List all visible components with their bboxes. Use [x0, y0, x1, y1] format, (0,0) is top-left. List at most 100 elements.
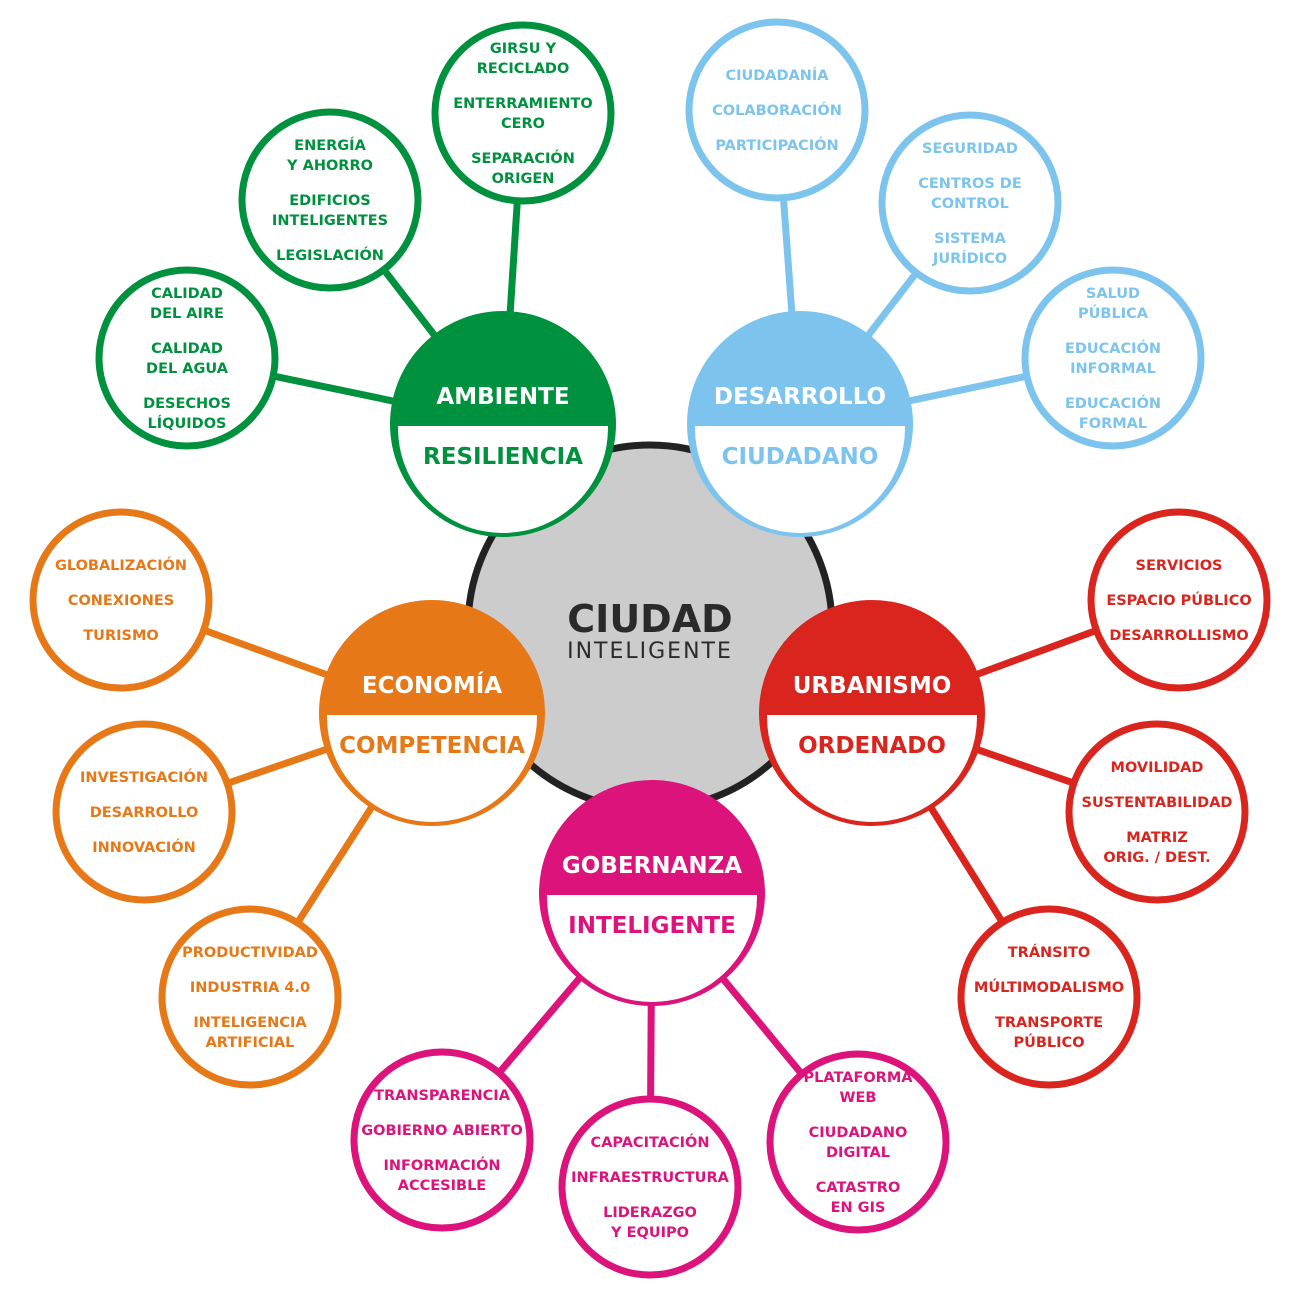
leaf-item-text: SEGURIDAD — [922, 141, 1018, 157]
leaf-node-desarrollo: SEGURIDAD CENTROS DE CONTROL SISTEMA JURÍDIC… — [878, 111, 1062, 295]
leaf-item-text: FORMAL — [1079, 416, 1147, 432]
hub-subtitle: ORDENADO — [798, 733, 946, 759]
leaf-node-urbanismo: TRÁNSITO MÚLTIMODALISMO TRANSPORTE PÚBLICO — [957, 905, 1141, 1089]
leaf-node-ambiente: CALIDAD DEL AIRE CALIDAD DEL AGUA DESECHOS LÍ… — [95, 266, 279, 450]
leaf-circle — [29, 508, 213, 692]
center-subtitle: INTELIGENTE — [567, 639, 733, 664]
leaf-item-text: SEPARACIÓN — [471, 149, 575, 167]
leaf-node-ambiente: ENERGÍA Y AHORRO EDIFICIOS INTELIGENTES LEGI… — [238, 108, 422, 292]
center-node: CIUDAD INTELIGENTE — [464, 441, 836, 813]
leaf-item-text: JURÍDICO — [932, 250, 1007, 267]
leaf-item-text: WEB — [840, 1090, 877, 1106]
leaf-item-text: ARTIFICIAL — [206, 1035, 295, 1051]
leaf-item-text: DESARROLLO — [90, 805, 199, 821]
leaf-item-text: MOVILIDAD — [1111, 760, 1204, 776]
leaf-item-text: MÚLTIMODALISMO — [974, 978, 1124, 996]
leaf-item-text: PÚBLICO — [1013, 1033, 1084, 1051]
leaf-item-text: CENTROS DE — [918, 176, 1022, 192]
leaf-item-text: CONTROL — [931, 196, 1009, 212]
leaf-item-text: CIUDADANÍA — [725, 67, 829, 84]
leaf-item-text: INNOVACIÓN — [92, 838, 196, 856]
leaf-item-text: CONEXIONES — [68, 593, 174, 609]
leaf-item-text: ENTERRAMIENTO — [453, 96, 592, 112]
leaf-item-text: RECICLADO — [477, 61, 570, 77]
hub-subtitle: CIUDADANO — [722, 444, 879, 470]
leaf-circle — [558, 1095, 742, 1279]
leaf-circle — [878, 111, 1062, 295]
leaf-item-text: DEL AIRE — [150, 306, 224, 322]
leaf-item-text: EDUCACIÓN — [1065, 394, 1161, 412]
hub-subtitle: INTELIGENTE — [568, 913, 736, 939]
leaf-item-text: TRÁNSITO — [1008, 944, 1090, 961]
leaf-item-text: DIGITAL — [826, 1145, 890, 1161]
leaf-circle — [685, 18, 869, 202]
hub-subtitle: RESILIENCIA — [423, 444, 583, 470]
leaf-item-text: COLABORACIÓN — [712, 101, 842, 119]
leaf-item-text: ENERGÍA — [294, 137, 366, 154]
leaf-item-text: ESPACIO PÚBLICO — [1106, 591, 1251, 609]
leaf-circle — [52, 720, 236, 904]
leaf-item-text: EDUCACIÓN — [1065, 339, 1161, 357]
leaf-item-text: SISTEMA — [934, 231, 1007, 247]
leaf-item-text: GIRSU Y — [490, 41, 557, 57]
leaf-circle — [238, 108, 422, 292]
leaf-item-text: LÍQUIDOS — [148, 415, 227, 432]
leaf-item-text: CALIDAD — [151, 286, 223, 302]
leaf-circle — [1065, 720, 1249, 904]
leaf-item-text: INFORMACIÓN — [383, 1156, 500, 1174]
leaf-item-text: ACCESIBLE — [398, 1178, 486, 1194]
leaf-item-text: ORIGEN — [492, 171, 555, 187]
leaf-item-text: CIUDADANO — [809, 1125, 908, 1141]
leaf-item-text: ORIG. / DEST. — [1103, 850, 1210, 866]
leaf-item-text: DESARROLLISMO — [1109, 628, 1248, 644]
leaf-item-text: DEL AGUA — [146, 361, 229, 377]
leaf-node-ambiente: GIRSU YRECICLADOENTERRAMIENTOCEROSEPARAC… — [431, 21, 615, 205]
leaf-item-text: PLATAFORMA — [804, 1070, 914, 1086]
leaf-item-text: LEGISLACIÓN — [276, 246, 384, 264]
leaf-item-text: CALIDAD — [151, 341, 223, 357]
hub-title: ECONOMÍA — [362, 671, 502, 699]
leaf-item-text: INTELIGENTES — [272, 213, 388, 229]
hub-title: DESARROLLO — [714, 384, 886, 410]
hub-node-ambiente: AMBIENTE RESILIENCIA — [390, 311, 616, 537]
leaf-item-text: MATRIZ — [1126, 830, 1188, 846]
leaf-item-text: Y EQUIPO — [610, 1225, 689, 1241]
leaf-item-text: TRANSPORTE — [995, 1015, 1103, 1031]
hub-lower-half — [398, 426, 608, 533]
leaf-item-text: Y AHORRO — [286, 158, 373, 174]
hub-node-economia: ECONOMÍA COMPETENCIA — [319, 600, 545, 826]
leaf-item-text: INDUSTRIA 4.0 — [190, 980, 310, 996]
leaf-item-text: GLOBALIZACIÓN — [55, 556, 187, 574]
leaf-item-text: INFRAESTRUCTURA — [571, 1170, 729, 1186]
leaf-item-text: TURISMO — [83, 628, 158, 644]
leaf-item-text: SALUD — [1086, 286, 1140, 302]
leaf-circle — [350, 1048, 534, 1232]
leaf-item-text: GOBIERNO ABIERTO — [361, 1123, 523, 1139]
leaf-circle — [95, 266, 279, 450]
leaf-item-text: PÚBLICA — [1078, 304, 1149, 322]
leaf-circle — [431, 21, 615, 205]
leaf-circle — [1021, 266, 1205, 450]
leaf-circle — [766, 1050, 950, 1234]
leaf-node-desarrollo: SALUDPÚBLICAEDUCACIÓNINFORMALEDUCACIÓNFO… — [1021, 266, 1205, 450]
center-title: CIUDAD — [567, 597, 732, 641]
hub-title: AMBIENTE — [436, 384, 569, 410]
leaf-item-text: DESECHOS — [143, 396, 231, 412]
leaf-item-text: CAPACITACIÓN — [591, 1133, 710, 1151]
hub-lower-half — [767, 715, 978, 823]
hub-subtitle: COMPETENCIA — [339, 733, 525, 759]
leaf-circle — [158, 905, 342, 1089]
leaf-item-text: EDIFICIOS — [289, 193, 370, 209]
leaf-item-text: INTELIGENCIA — [193, 1015, 307, 1031]
hub-lower-half — [695, 426, 905, 533]
